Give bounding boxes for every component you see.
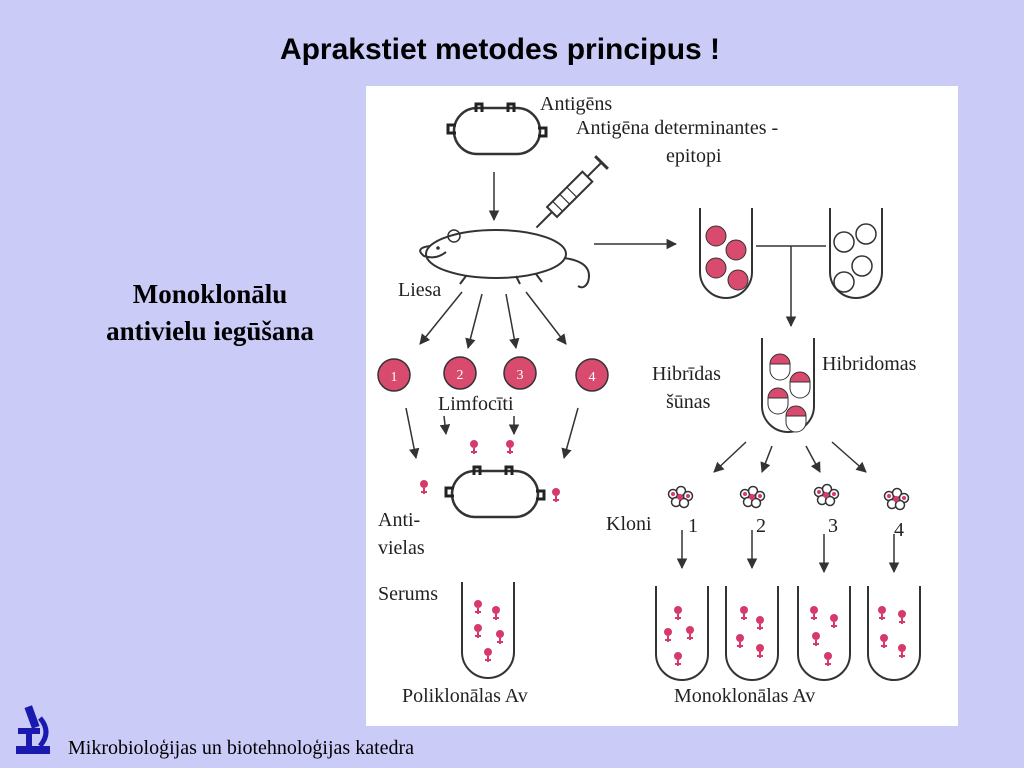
myeloma-tube xyxy=(829,208,883,299)
serum-tube xyxy=(461,582,515,679)
lymphocyte-number-4: 4 xyxy=(589,370,596,385)
antigen-label: Antigēns xyxy=(540,93,612,115)
lymphocyte-1: 1 xyxy=(377,358,411,392)
lymphocytes-label: Limfocīti xyxy=(438,393,514,415)
lymphocyte-number-1: 1 xyxy=(391,370,398,385)
clone-number-1: 1 xyxy=(688,515,698,537)
hybrid-tube xyxy=(761,338,815,433)
lymphocyte-3: 3 xyxy=(503,356,537,390)
antigen-icon xyxy=(446,102,548,156)
hybrid-cells-label-1: Hibrīdas xyxy=(652,363,721,385)
lymphocyte-4: 4 xyxy=(575,358,609,392)
clone-number-3: 3 xyxy=(828,515,838,537)
antigen-antibody-complex xyxy=(419,465,561,519)
subtitle-line-1: Monoklonālu xyxy=(132,279,288,309)
syringe-icon xyxy=(535,155,609,229)
slide-subtitle: Monoklonālu antivielu iegūšana xyxy=(60,276,360,350)
footer-department: Mikrobioloģijas un biotehnoloģijas kated… xyxy=(68,737,415,759)
lymphocyte-tube xyxy=(699,208,753,299)
serum-label: Serums xyxy=(378,583,438,605)
lymphocyte-2: 2 xyxy=(443,356,477,390)
slide-title: Aprakstiet metodes principus ! xyxy=(279,33,721,66)
clone-number-2: 2 xyxy=(756,515,766,537)
determinants-label-2: epitopi xyxy=(666,145,722,167)
antibodies-label-2: vielas xyxy=(378,537,425,559)
monoclonal-label: Monoklonālas Av xyxy=(674,685,815,707)
determinants-label-1: Antigēna determinantes - xyxy=(576,117,778,139)
antibodies-label-1: Anti- xyxy=(378,509,420,531)
monoclonal-tube-3 xyxy=(797,586,851,681)
hybridomas-label: Hibridomas xyxy=(822,353,917,375)
spleen-label: Liesa xyxy=(398,279,441,301)
clone-number-4: 4 xyxy=(894,519,904,541)
monoclonal-tube-2 xyxy=(725,586,779,681)
hybrid-cells-label-2: šūnas xyxy=(666,391,711,413)
clones-label: Kloni xyxy=(606,513,652,535)
subtitle-line-2: antivielu iegūšana xyxy=(106,316,314,346)
polyclonal-label: Poliklonālas Av xyxy=(402,685,528,707)
mouse-icon xyxy=(419,229,590,289)
monoclonal-tube-1 xyxy=(655,586,709,681)
microscope-logo-icon xyxy=(14,704,54,763)
lymphocyte-number-2: 2 xyxy=(457,368,464,383)
monoclonal-tube-4 xyxy=(867,586,921,681)
monoclonal-antibody-diagram: Antigēns Antigēna determinantes - epitop… xyxy=(366,86,958,726)
lymphocyte-number-3: 3 xyxy=(517,368,524,383)
